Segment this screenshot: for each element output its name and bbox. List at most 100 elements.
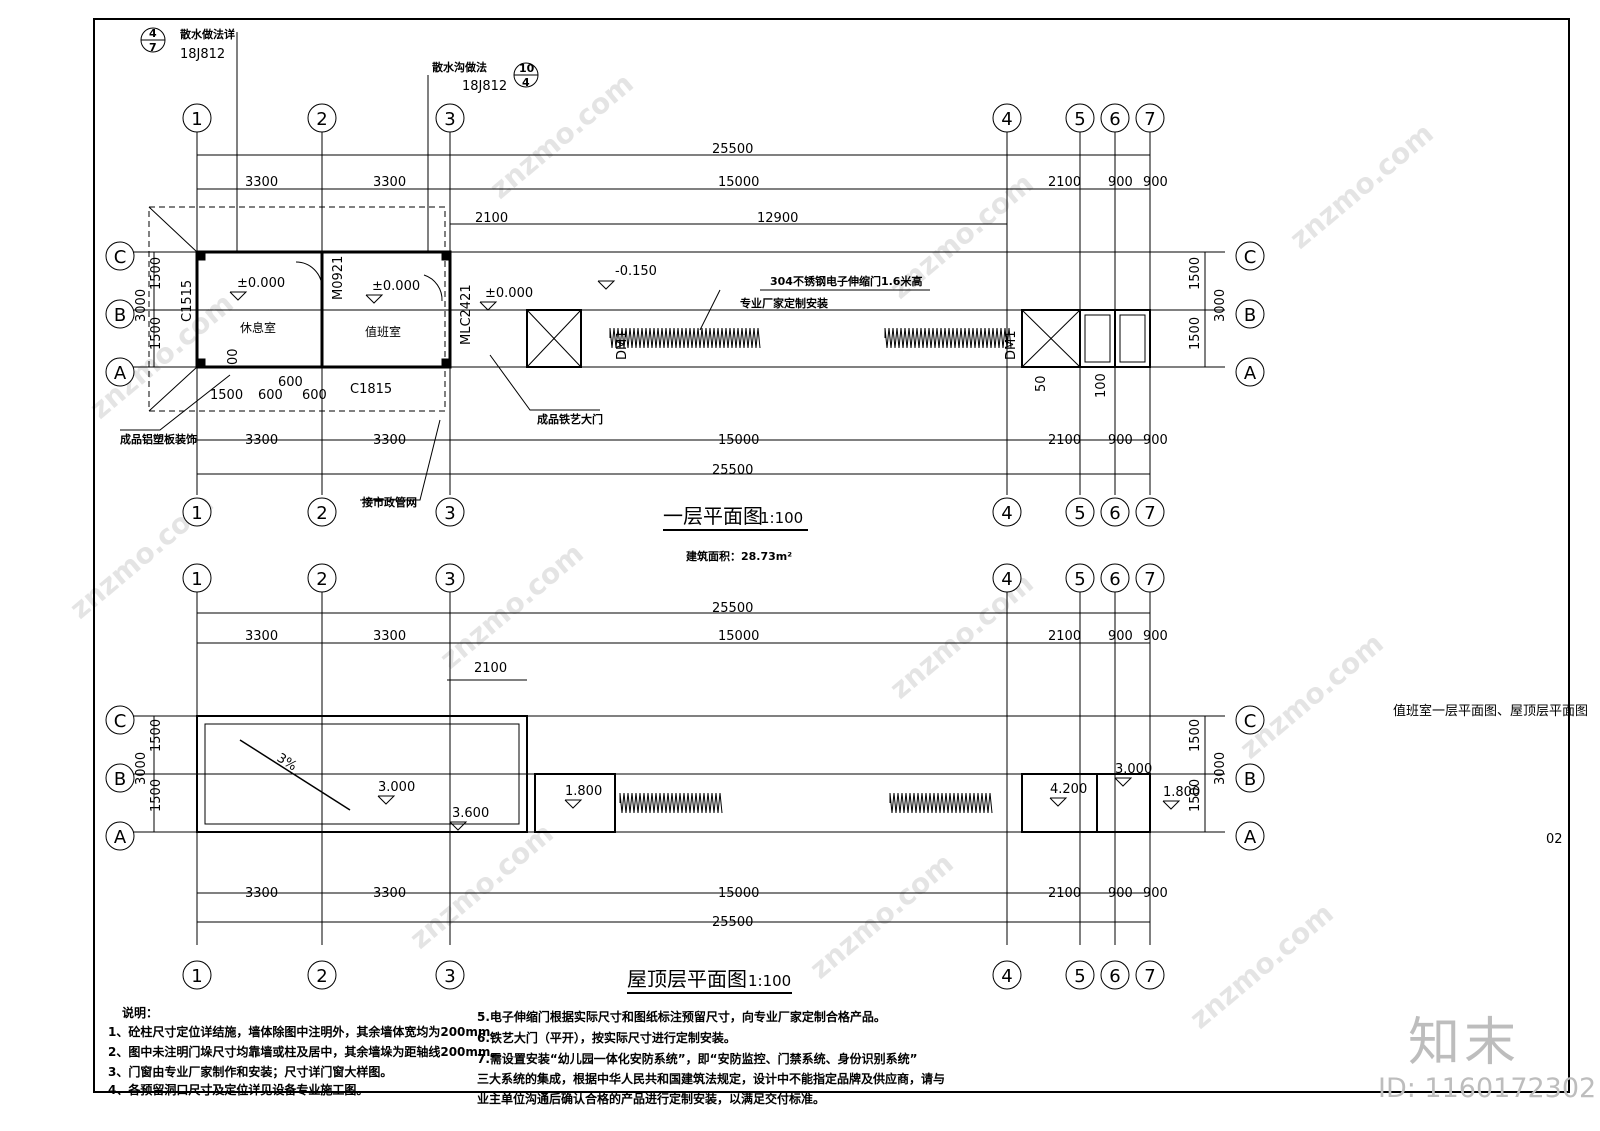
axis-bubble-2: 2	[307, 960, 337, 990]
dim-900-d: 900	[1143, 433, 1168, 448]
dim-3300-a: 3300	[245, 175, 278, 190]
svg-text:C: C	[114, 711, 127, 732]
dim-3300-c: 3300	[245, 433, 278, 448]
roof-dim-2100-b: 2100	[474, 661, 507, 676]
dim-total-bottom: 25500	[712, 463, 753, 478]
axis-bubble-A: A	[105, 357, 135, 387]
dim-600-c: 600	[302, 388, 327, 403]
code-mlc2421: MLC2421	[459, 284, 474, 345]
roof-dim-15000: 15000	[718, 629, 759, 644]
ground-plan-title: 一层平面图	[663, 504, 763, 528]
axis-bubble-C: C	[105, 241, 135, 271]
axis-bubble-5: 5	[1065, 103, 1095, 133]
svg-text:7: 7	[1144, 966, 1155, 987]
roof-side-3000-r: 3000	[1213, 752, 1228, 785]
axis-bubble-A: A	[1235, 357, 1265, 387]
axis-bubble-6: 6	[1100, 960, 1130, 990]
svg-text:B: B	[114, 769, 126, 790]
svg-text:C: C	[1244, 247, 1257, 268]
roof-dim-15000-b: 15000	[718, 886, 759, 901]
roof-level-post-b: 4.200	[1050, 782, 1087, 797]
level-gate: ±0.000	[485, 286, 533, 301]
svg-text:3: 3	[444, 966, 455, 987]
svg-text:znzmo.com: znzmo.com	[433, 537, 589, 676]
axis-bubble-1: 1	[182, 563, 212, 593]
small-100: 100	[1094, 373, 1109, 398]
svg-text:1: 1	[191, 966, 202, 987]
dim-900-c: 900	[1108, 433, 1133, 448]
svg-text:3: 3	[444, 569, 455, 590]
brand-logo: 知末	[1408, 1013, 1521, 1073]
pipe-connection: 接市政管网	[362, 495, 417, 509]
dim-2100-gate: 2100	[475, 211, 508, 226]
axis-bubble-B: B	[105, 299, 135, 329]
axis-bubble-7: 7	[1135, 497, 1165, 527]
side-3000-l: 3000	[134, 289, 149, 322]
axis-bubble-A: A	[105, 821, 135, 851]
svg-text:znzmo.com: znzmo.com	[403, 817, 559, 956]
roof-dim-900-c: 900	[1108, 886, 1133, 901]
svg-text:B: B	[114, 305, 126, 326]
dim-2100-b: 2100	[1048, 433, 1081, 448]
axis-bubble-B: B	[105, 763, 135, 793]
roof-dim-total-bottom: 25500	[712, 915, 753, 930]
svg-text:6: 6	[1109, 966, 1120, 987]
ref2-num: 10	[519, 62, 535, 75]
roof-level-parapet: 3.600	[452, 806, 489, 821]
roof-dim-3300-c: 3300	[245, 886, 278, 901]
svg-text:7: 7	[1144, 503, 1155, 524]
roof-side-1500-c: 1500	[1188, 719, 1203, 752]
roof-plan-title: 屋顶层平面图	[627, 967, 747, 991]
ref2-label: 散水沟做法	[432, 60, 487, 74]
note-left-2: 2、图中未注明门垛尺寸均靠墙或柱及居中，其余墙垛为距轴线200mm。	[108, 1044, 502, 1059]
axis-bubble-7: 7	[1135, 103, 1165, 133]
dim-900-a: 900	[1108, 175, 1133, 190]
axis-bubble-1: 1	[182, 103, 212, 133]
roof-dim-2100-c: 2100	[1048, 886, 1081, 901]
note-left-3: 3、门窗由专业厂家制作和安装；尺寸详门窗大样图。	[108, 1064, 392, 1079]
svg-text:znzmo.com: znzmo.com	[803, 847, 959, 986]
dim-1500-bottom: 1500	[210, 388, 243, 403]
axis-bubble-5: 5	[1065, 563, 1095, 593]
svg-text:A: A	[114, 827, 127, 848]
note-right-9: 业主单位沟通后确认合格的产品进行定制安装，以满足交付标准。	[477, 1091, 825, 1106]
svg-text:5: 5	[1074, 109, 1085, 130]
roof-slope: 3%	[274, 751, 299, 775]
sheet-frame	[93, 18, 1570, 1093]
roof-side-1500-d: 1500	[1188, 779, 1203, 812]
side-1500-bot-l: 1500	[149, 317, 164, 350]
roof-plan-scale: 1:100	[748, 972, 791, 990]
roof-dim-900-b: 900	[1143, 629, 1168, 644]
ref2-den: 4	[522, 76, 530, 89]
side-1500-top-l: 1500	[149, 257, 164, 290]
svg-text:znzmo.com: znzmo.com	[1233, 627, 1389, 766]
sheet-page: 02	[1546, 832, 1563, 847]
note-left-1: 1、砼柱尺寸定位详结施，墙体除图中注明外，其余墙体宽均为200mm。	[108, 1024, 502, 1039]
roof-dim-900-d: 900	[1143, 886, 1168, 901]
svg-text:A: A	[114, 363, 127, 384]
dim-2100: 2100	[1048, 175, 1081, 190]
svg-text:C: C	[1244, 711, 1257, 732]
svg-text:A: A	[1244, 827, 1257, 848]
svg-text:6: 6	[1109, 109, 1120, 130]
svg-text:5: 5	[1074, 503, 1085, 524]
svg-text:1: 1	[191, 109, 202, 130]
dim-15000: 15000	[718, 175, 759, 190]
dim-15000-b: 15000	[718, 433, 759, 448]
ground-plan-area: 建筑面积：28.73m²	[686, 549, 792, 563]
svg-text:B: B	[1244, 305, 1256, 326]
side-1500-top-r: 1500	[1188, 257, 1203, 290]
svg-text:3: 3	[444, 503, 455, 524]
axis-bubble-7: 7	[1135, 563, 1165, 593]
side-3000-r: 3000	[1213, 289, 1228, 322]
dim-total-top: 25500	[712, 142, 753, 157]
note-left-4: 4、各预留洞口尺寸及定位详见设备专业施工图。	[108, 1082, 368, 1097]
roof-dim-total-top: 25500	[712, 601, 753, 616]
axis-bubble-1: 1	[182, 497, 212, 527]
notes: 说明： 1、砼柱尺寸定位详结施，墙体除图中注明外，其余墙体宽均为200mm。 2…	[108, 1005, 945, 1106]
axis-bubble-6: 6	[1100, 497, 1130, 527]
axis-bubble-4: 4	[992, 103, 1022, 133]
brand-id: ID: 1160172302	[1378, 1073, 1597, 1104]
svg-text:B: B	[1244, 769, 1256, 790]
